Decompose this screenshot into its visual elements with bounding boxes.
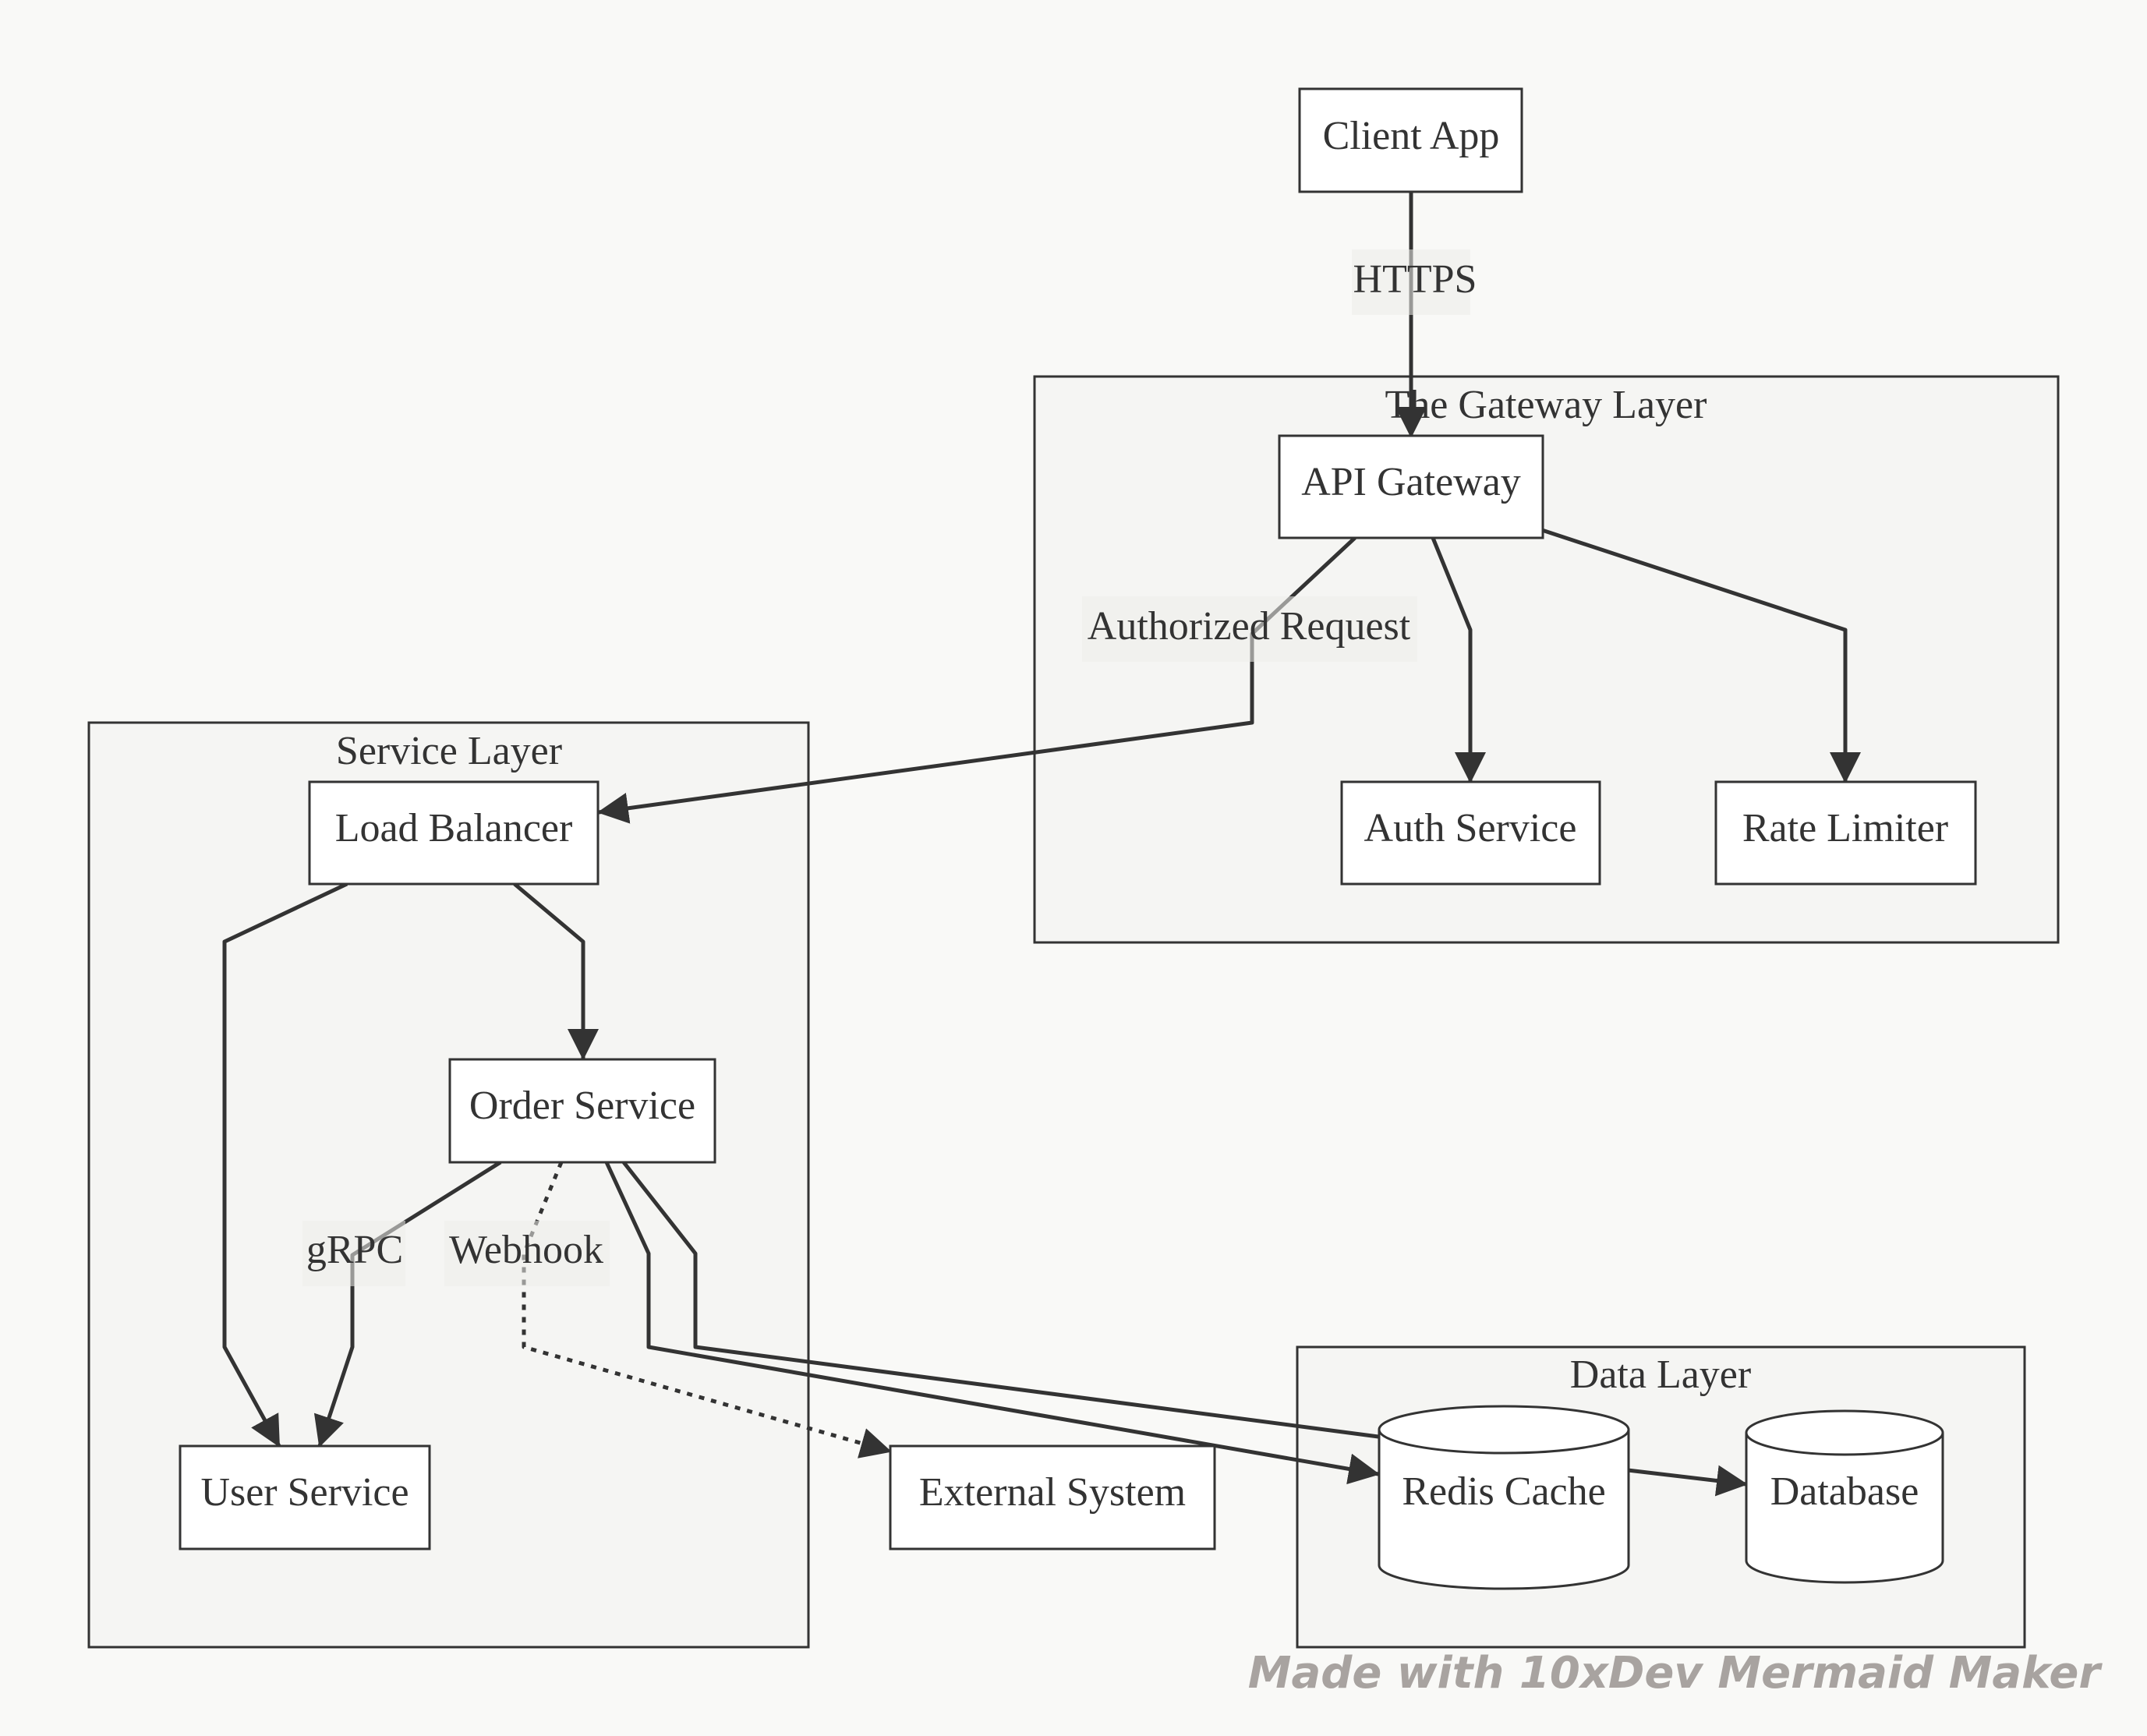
- node-api-gateway-label: API Gateway: [1301, 460, 1521, 504]
- node-order-service[interactable]: Order Service: [448, 1058, 716, 1164]
- node-client-app[interactable]: Client App: [1298, 87, 1523, 193]
- watermark: Made with 10xDev Mermaid Maker: [1248, 1648, 2103, 1699]
- node-user-service[interactable]: User Service: [179, 1444, 431, 1550]
- edge-label-webhook: Webhook: [449, 1228, 603, 1272]
- node-auth-service-label: Auth Service: [1364, 806, 1577, 850]
- edge-order-to-database: [622, 1161, 1379, 1439]
- edge-lb-to-user-service: [222, 882, 348, 1448]
- edge-gateway-to-auth: [1431, 537, 1486, 783]
- node-auth-service[interactable]: Auth Service: [1340, 780, 1601, 886]
- cluster-service-label: Service Layer: [336, 729, 562, 773]
- node-api-gateway[interactable]: API Gateway: [1278, 434, 1544, 539]
- cluster-gateway-label: The Gateway Layer: [1385, 383, 1707, 427]
- node-order-service-label: Order Service: [469, 1084, 695, 1128]
- edge-labels: HTTPS Authorized Request gRPC Webhook: [302, 249, 1477, 1286]
- edge-order-to-user-service: [313, 1160, 502, 1448]
- edges: [222, 193, 1861, 1497]
- edge-lb-to-order-service: [513, 882, 599, 1060]
- edge-label-grpc: gRPC: [306, 1228, 403, 1272]
- node-external-system-label: External System: [919, 1470, 1186, 1515]
- node-user-service-label: User Service: [200, 1470, 409, 1515]
- edge-label-https: HTTPS: [1353, 257, 1477, 302]
- node-redis-cache-label: Redis Cache: [1402, 1469, 1605, 1514]
- edge-redis-to-database: [1627, 1465, 1748, 1497]
- node-rate-limiter-label: Rate Limiter: [1742, 806, 1948, 850]
- node-database[interactable]: Database: [1745, 1409, 1944, 1584]
- edge-gateway-to-rate-limiter: [1541, 528, 1861, 783]
- node-rate-limiter[interactable]: Rate Limiter: [1714, 780, 1977, 886]
- cluster-data-label: Data Layer: [1570, 1352, 1751, 1397]
- node-external-system[interactable]: External System: [889, 1444, 1216, 1550]
- node-database-label: Database: [1770, 1469, 1919, 1514]
- edge-order-to-redis-cache: [604, 1161, 1380, 1485]
- node-load-balancer[interactable]: Load Balancer: [308, 780, 600, 886]
- edge-label-authorized-request: Authorized Request: [1088, 604, 1411, 649]
- node-redis-cache[interactable]: Redis Cache: [1378, 1405, 1630, 1590]
- node-client-app-label: Client App: [1323, 114, 1500, 158]
- edge-gateway-to-load-balancer: [597, 536, 1356, 824]
- node-load-balancer-label: Load Balancer: [335, 806, 573, 850]
